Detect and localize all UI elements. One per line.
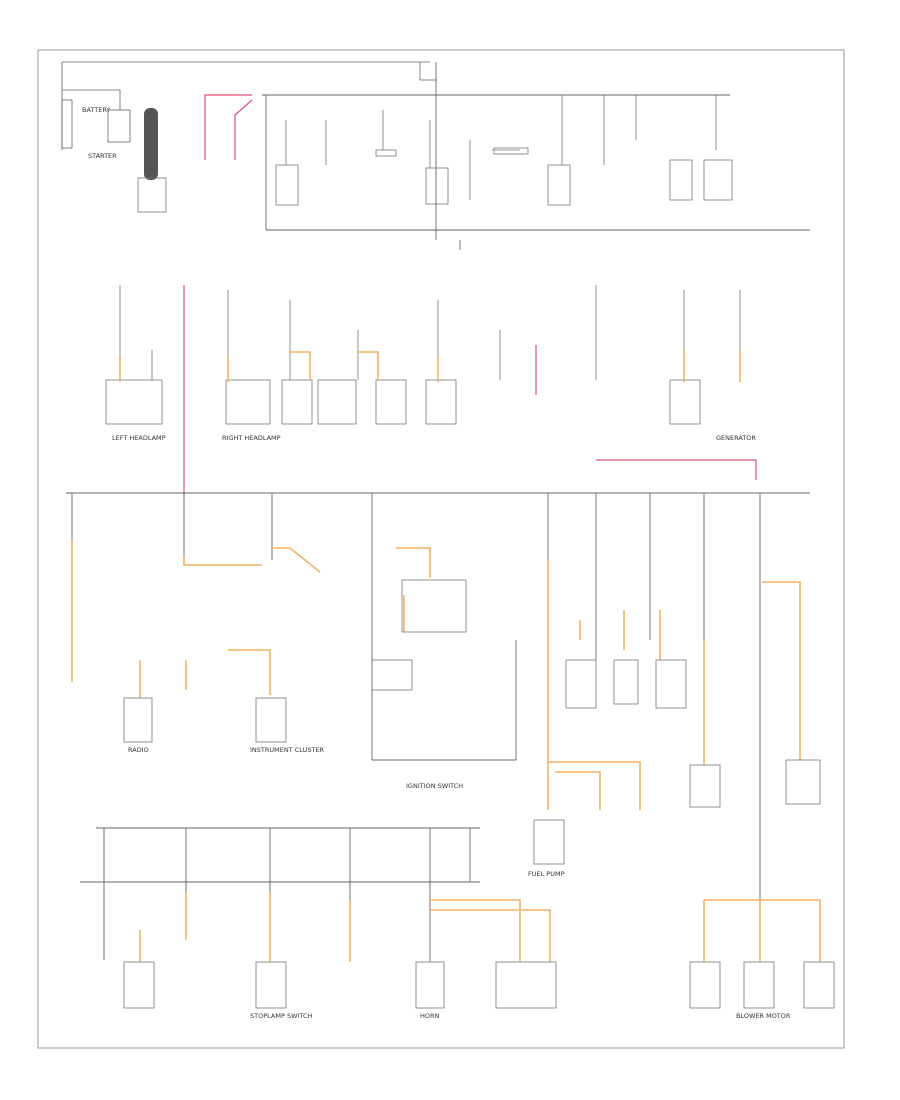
label-ignition-switch: IGNITION SWITCH bbox=[406, 782, 463, 790]
label-horn: HORN bbox=[420, 1012, 440, 1020]
label-instrument-cluster: INSTRUMENT CLUSTER bbox=[250, 746, 325, 754]
label-stoplamp-switch: STOPLAMP SWITCH bbox=[250, 1012, 313, 1020]
battery-symbol bbox=[137, 108, 167, 213]
label-fuel-pump: FUEL PUMP bbox=[528, 870, 565, 878]
top-bus bbox=[262, 62, 810, 250]
bottom-components bbox=[123, 961, 835, 1009]
label-battery: BATTERY bbox=[82, 106, 110, 114]
middle-orange bbox=[71, 540, 801, 810]
red-feed-top bbox=[204, 94, 253, 160]
label-blower-motor: BLOWER MOTOR bbox=[736, 1012, 791, 1020]
label-left-headlamp: LEFT HEADLAMP bbox=[112, 434, 166, 442]
middle-bus bbox=[66, 492, 810, 900]
diagram-border bbox=[37, 49, 845, 1049]
top-fuse-drops bbox=[275, 95, 733, 206]
label-generator: GENERATOR bbox=[716, 434, 756, 442]
bottom-orange bbox=[139, 892, 821, 962]
label-radio: RADIO bbox=[128, 746, 149, 754]
second-row-orange bbox=[119, 350, 741, 382]
second-row-red bbox=[183, 285, 757, 495]
second-row-drops bbox=[105, 285, 741, 425]
middle-components bbox=[123, 579, 821, 865]
label-starter: STARTER bbox=[88, 152, 117, 160]
label-right-headlamp: RIGHT HEADLAMP bbox=[222, 434, 281, 442]
battery-starter-group bbox=[61, 61, 436, 150]
